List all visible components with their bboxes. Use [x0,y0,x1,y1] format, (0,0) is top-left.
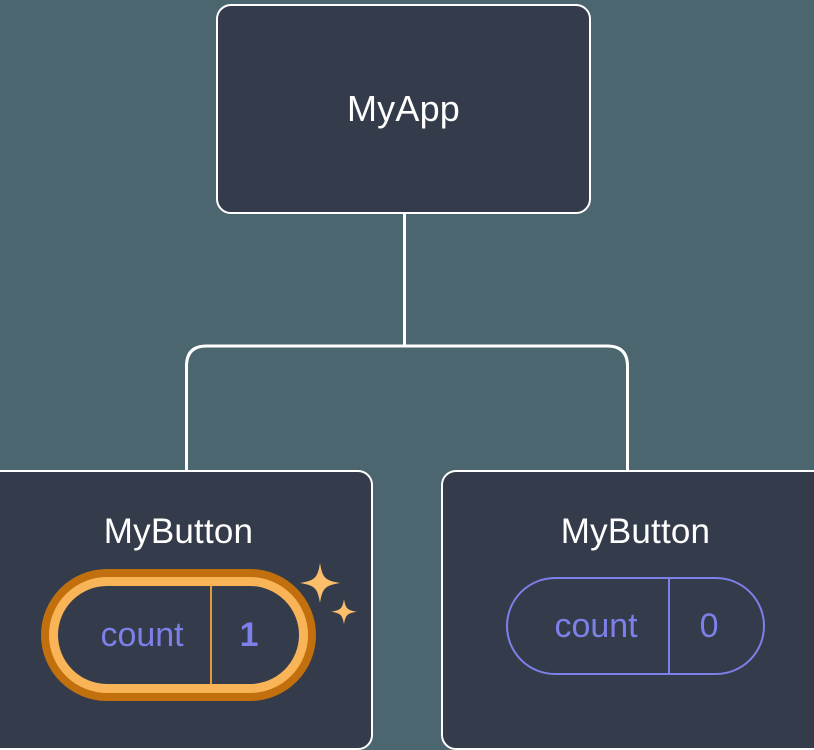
state-key-label: count [100,616,184,654]
sparkles-icon [299,563,357,625]
state-pill-wrapper-left: count 1 [49,563,357,693]
diagram-canvas: MyApp MyButton count 1 MyButton count 0 [0,4,814,750]
node-myapp[interactable]: MyApp [216,4,591,214]
state-key-label: count [554,607,638,645]
state-value-label: 1 [209,586,299,684]
node-mybutton-right-label: MyButton [560,512,711,551]
connector-branch [185,344,629,472]
node-mybutton-left-label: MyButton [103,512,254,551]
state-pill-count-0[interactable]: count 0 [506,577,765,675]
state-pill-wrapper-right: count 0 [506,577,765,675]
state-pill-count-1[interactable]: count 1 [49,577,308,693]
node-mybutton-left[interactable]: MyButton count 1 [0,470,373,750]
node-myapp-label: MyApp [346,88,461,129]
node-mybutton-right[interactable]: MyButton count 0 [441,470,814,750]
state-value-label: 0 [667,579,763,673]
